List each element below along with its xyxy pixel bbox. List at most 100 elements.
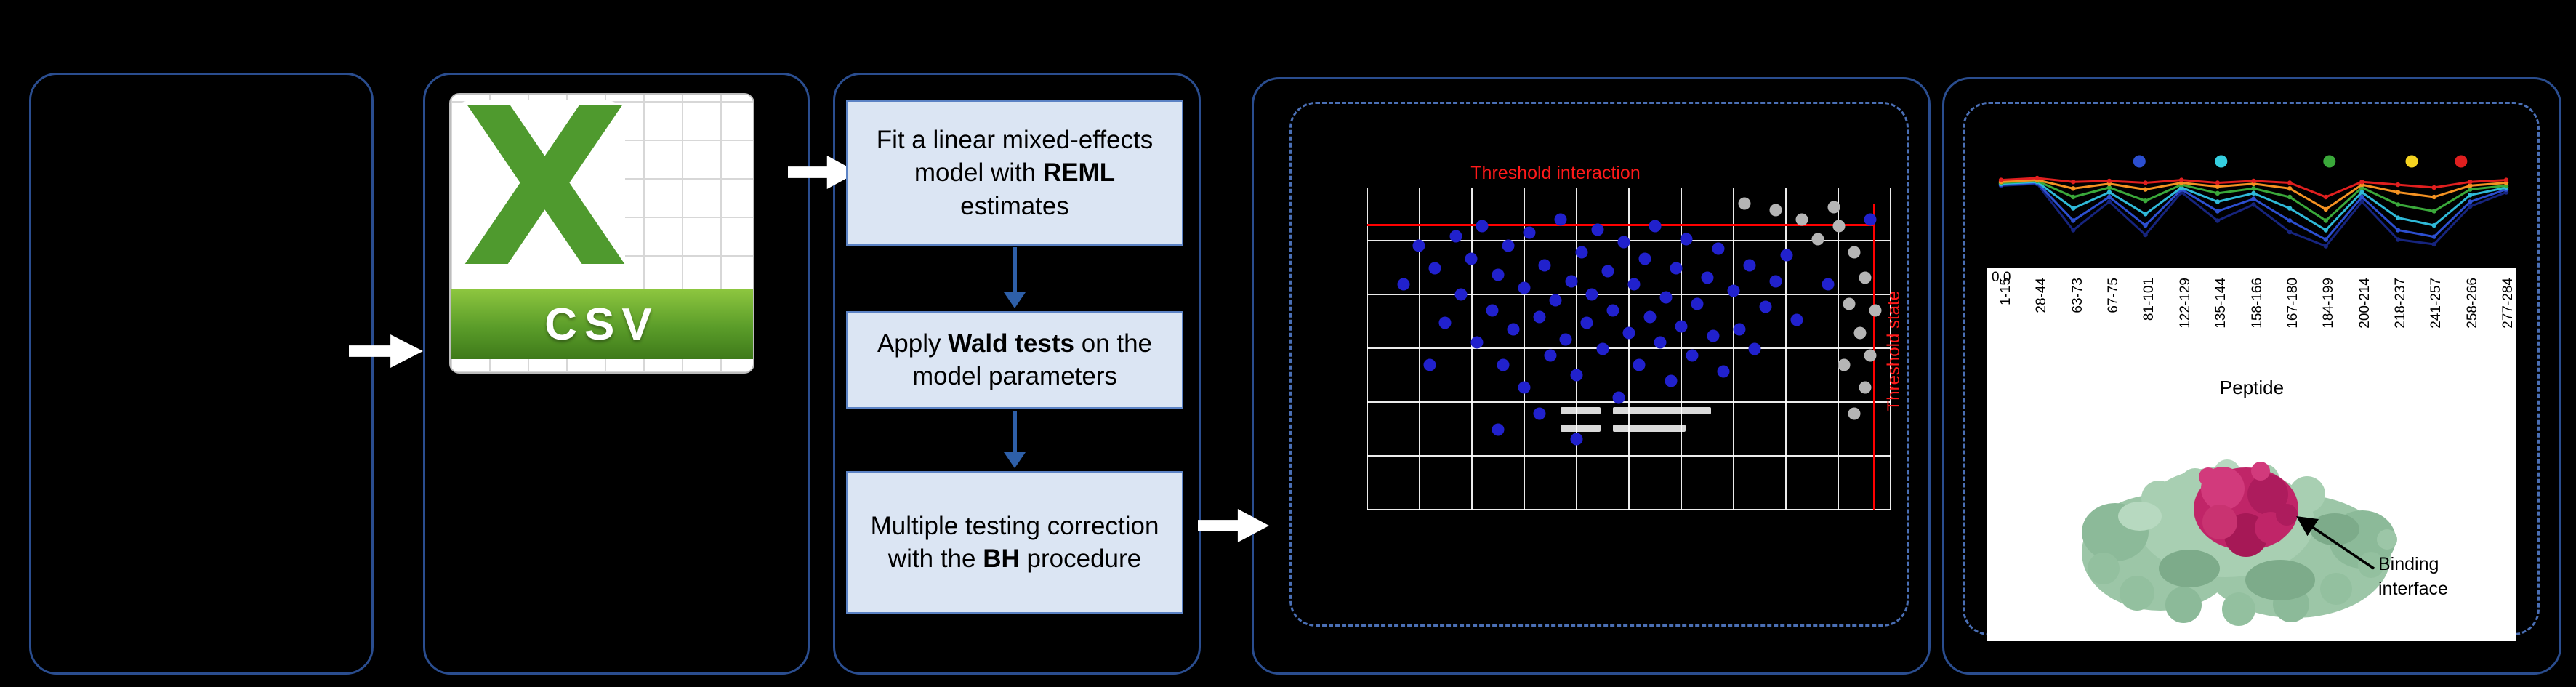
uptake-marker [2468,204,2473,209]
step-text-pre: Fit a linear mixed-effects model with [876,125,1154,188]
down-arrow-icon [1013,411,1017,454]
results-structure-panel [1942,77,2561,675]
uptake-marker [1998,177,2004,182]
down-arrow-head-icon [1004,292,1026,308]
uptake-marker [2143,232,2148,238]
scatter-point-nonsignificant [1738,197,1751,210]
scatter-point-significant [1638,252,1651,265]
uptake-marker [2143,222,2148,228]
step-text-bold: REML [1042,158,1116,188]
step-text-post: estimates [960,191,1069,220]
uptake-marker [2179,177,2184,182]
scatter-point-nonsignificant [1838,358,1851,371]
scatter-point-significant [1454,288,1468,301]
uptake-marker [2071,186,2076,191]
uptake-marker [2215,209,2221,214]
threshold-interaction-line [1367,224,1874,227]
scatter-point-nonsignificant [1859,381,1872,394]
scatter-point-significant [1580,316,1593,329]
uptake-marker [2287,218,2293,223]
uptake-marker [2287,229,2293,235]
peptide-axis-label: Peptide [2219,377,2285,398]
uptake-marker [2215,180,2221,185]
step-text: Multiple testing correction with the BH … [861,510,1169,576]
scatter-point-significant [1585,288,1598,301]
scatter-point-significant [1743,259,1756,272]
scatter-point-significant [1769,275,1782,288]
scatter-point-significant [1670,262,1683,275]
results-scatter-panel [1252,77,1931,675]
uptake-marker [2431,185,2436,190]
scatter-point-significant [1518,281,1531,294]
scatter-point-significant [1591,223,1604,236]
uptake-marker [2395,190,2401,195]
timepoint-legend-dot [2215,155,2228,168]
csv-banner-label: CSV [544,299,659,350]
scatter-point-significant [1606,304,1619,317]
timepoint-legend-dot [2323,155,2336,168]
scatter-point-significant [1790,313,1803,326]
scatter-point-significant [1654,336,1667,349]
uptake-marker [2034,175,2040,181]
uptake-marker [2468,183,2473,188]
uptake-marker [2359,180,2364,185]
uptake-marker [2468,199,2473,204]
peptide-tick-label: 241-257 [2428,278,2444,329]
uptake-marker [2395,202,2401,207]
excel-x-backdrop [452,100,625,295]
statistics-panel [833,73,1201,675]
scatter-point-nonsignificant [1853,326,1867,340]
step-text-pre: Apply [877,329,949,358]
scatter-point-significant [1449,230,1462,243]
scatter-point-nonsignificant [1827,201,1840,214]
scatter-point-nonsignificant [1769,204,1782,217]
scatter-point-significant [1486,304,1499,317]
peptide-tick-label: 122-129 [2177,278,2193,329]
uptake-marker [2215,218,2221,223]
scatter-point-significant [1596,342,1609,355]
scatter-point-significant [1423,358,1436,371]
step-text-pre: Multiple testing correction with the [870,511,1159,574]
scatter-point-significant [1617,236,1630,249]
peptide-tick-label: 167-180 [2285,278,2301,329]
uptake-marker [2106,178,2112,184]
uptake-marker [2071,194,2076,200]
scatter-point-significant [1712,242,1725,255]
scatter-point-significant [1601,265,1614,278]
step-text: Fit a linear mixed-effects model with RE… [861,124,1169,223]
uptake-marker [2431,241,2436,247]
peptide-tick-label: 277-284 [2500,278,2516,329]
scatter-point-significant [1727,284,1740,297]
uptake-marker [2106,185,2112,190]
uptake-marker [2251,202,2256,207]
legend-text-illegible [1613,425,1686,433]
uptake-marker [2431,234,2436,239]
scatter-point-significant [1538,259,1551,272]
scatter-point-significant [1559,333,1572,346]
scatter-point-significant [1622,326,1635,340]
binding-interface-arrow-icon [2296,516,2375,570]
binding-interface-label: Binding interface [2378,554,2448,599]
peptide-tick-label: 184-199 [2321,278,2337,329]
scatter-point-nonsignificant [1869,304,1882,317]
uptake-marker [2468,193,2473,198]
scatter-point-significant [1549,294,1562,307]
step-text-post: procedure [1019,545,1142,573]
uptake-marker [2106,194,2112,200]
uptake-marker [2143,212,2148,217]
csv-panel [423,73,810,675]
uptake-marker [2323,194,2328,200]
protein-structure [2082,459,2397,626]
results-scatter-dashed-frame [1289,102,1909,627]
scatter-point-significant [1554,213,1567,226]
timepoint-legend-dot [2405,155,2418,168]
scatter-point-significant [1497,358,1510,371]
scatter-plot [1367,188,1891,510]
uptake-marker [2071,206,2076,211]
legend-text-illegible [1561,425,1601,433]
spreadsheet-page: X CSV [449,93,754,374]
scatter-point-nonsignificant [1848,407,1861,420]
uptake-marker [2359,190,2364,195]
